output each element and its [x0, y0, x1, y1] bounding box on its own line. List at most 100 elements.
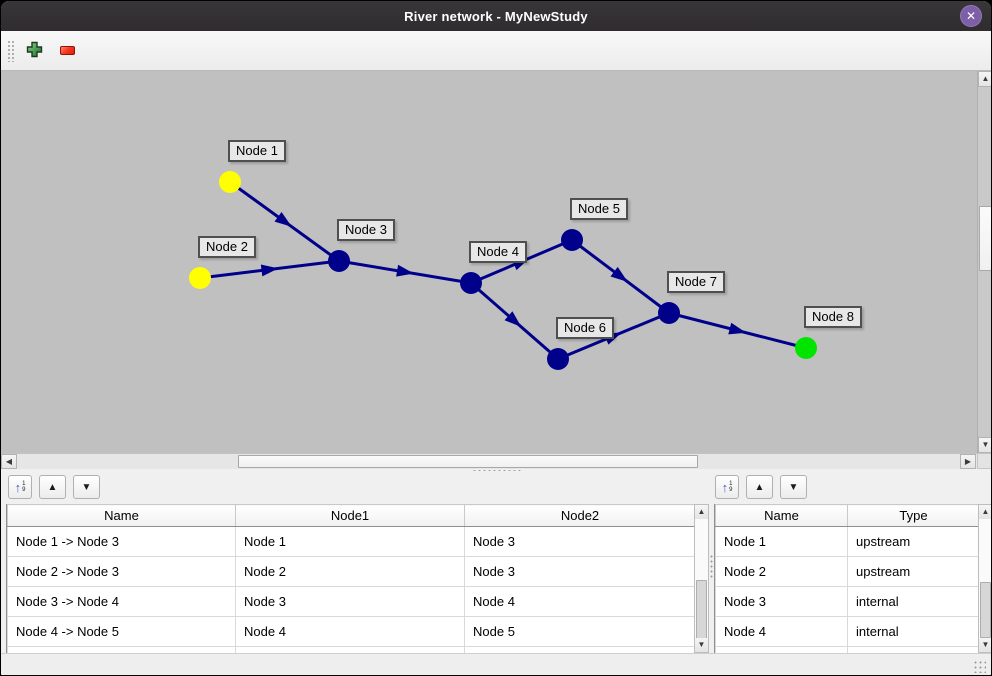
- flow-direction-arrow-icon: [728, 322, 747, 335]
- table-cell[interactable]: Node 4: [464, 586, 694, 617]
- table-cell[interactable]: Node 5: [464, 616, 694, 647]
- table-row[interactable]: [715, 646, 978, 653]
- table-row[interactable]: [7, 646, 694, 653]
- red-minus-icon: [59, 46, 75, 55]
- vertical-scroll-thumb[interactable]: [979, 206, 991, 271]
- table-cell[interactable]: Node 4 -> Node 5: [7, 616, 236, 647]
- node-circle[interactable]: [547, 348, 569, 370]
- node-circle[interactable]: [219, 171, 241, 193]
- node-circle[interactable]: [658, 302, 680, 324]
- column-header[interactable]: Node2: [464, 504, 694, 527]
- table-cell[interactable]: Node 4: [715, 616, 848, 647]
- scroll-down-button[interactable]: ▼: [979, 638, 991, 652]
- scroll-down-button[interactable]: ▼: [695, 638, 708, 652]
- table-cell[interactable]: Node 2: [715, 556, 848, 587]
- table-cell[interactable]: Node 3: [235, 586, 465, 617]
- column-header[interactable]: Name: [7, 504, 236, 527]
- vertical-scroll-thumb[interactable]: [696, 580, 707, 640]
- flow-direction-arrow-icon: [504, 311, 522, 327]
- node-label[interactable]: Node 8: [804, 306, 862, 328]
- panel-splitter-handle[interactable]: [472, 469, 522, 473]
- move-up-button[interactable]: ▲: [746, 475, 773, 499]
- canvas-vertical-scrollbar[interactable]: ▲ ▼: [977, 71, 991, 453]
- move-down-button[interactable]: ▼: [73, 475, 100, 499]
- scroll-up-button[interactable]: ▲: [978, 71, 991, 87]
- scroll-right-button[interactable]: ▶: [960, 454, 976, 469]
- flow-direction-arrow-icon: [260, 264, 279, 277]
- table-cell[interactable]: Node 1 -> Node 3: [7, 526, 236, 557]
- table-cell[interactable]: upstream: [847, 556, 978, 587]
- move-up-button[interactable]: ▲: [39, 475, 66, 499]
- main-toolbar: [1, 31, 991, 71]
- node-circle[interactable]: [795, 337, 817, 359]
- up-arrow-icon: ▲: [754, 481, 765, 493]
- window-title: River network - MyNewStudy: [404, 8, 588, 24]
- table-cell[interactable]: upstream: [847, 526, 978, 557]
- nodes-table-scrollbar[interactable]: ▲ ▼: [978, 504, 991, 653]
- table-cell[interactable]: Node 2: [235, 556, 465, 587]
- table-cell[interactable]: [847, 646, 978, 653]
- node-label[interactable]: Node 1: [228, 140, 286, 162]
- horizontal-scroll-thumb[interactable]: [238, 455, 698, 468]
- move-down-button[interactable]: ▼: [780, 475, 807, 499]
- reaches-table-scrollbar[interactable]: ▲ ▼: [694, 504, 709, 653]
- node-label[interactable]: Node 2: [198, 236, 256, 258]
- status-bar: [1, 653, 991, 675]
- title-bar[interactable]: River network - MyNewStudy ✕: [1, 1, 991, 31]
- table-cell[interactable]: Node 3: [464, 556, 694, 587]
- column-header[interactable]: Node1: [235, 504, 465, 527]
- node-label[interactable]: Node 7: [667, 271, 725, 293]
- node-label[interactable]: Node 3: [337, 219, 395, 241]
- table-cell[interactable]: Node 1: [235, 526, 465, 557]
- flow-direction-arrow-icon: [610, 266, 628, 282]
- table-cell[interactable]: Node 1: [715, 526, 848, 557]
- table-cell[interactable]: internal: [847, 616, 978, 647]
- close-button[interactable]: ✕: [960, 5, 982, 27]
- table-cell[interactable]: Node 4: [235, 616, 465, 647]
- remove-node-button[interactable]: [55, 39, 79, 63]
- node-circle[interactable]: [328, 250, 350, 272]
- node-circle[interactable]: [460, 272, 482, 294]
- up-arrow-icon: ▲: [47, 481, 58, 493]
- river-network-canvas[interactable]: Node 1 Node 2 Node 3 Node 4 Node 5 Node 6 Node…: [1, 71, 977, 453]
- table-cell[interactable]: Node 3: [715, 586, 848, 617]
- add-node-button[interactable]: [22, 39, 46, 63]
- scroll-up-button[interactable]: ▲: [695, 505, 708, 519]
- canvas-horizontal-scrollbar[interactable]: ◀ ▶: [1, 453, 977, 469]
- table-cell[interactable]: Node 3 -> Node 4: [7, 586, 236, 617]
- scrollbar-corner: [977, 453, 991, 469]
- column-header[interactable]: Type: [847, 504, 978, 527]
- down-arrow-icon: ▼: [81, 481, 92, 493]
- table-cell[interactable]: [464, 646, 694, 653]
- node-circle[interactable]: [189, 267, 211, 289]
- vertical-scroll-thumb[interactable]: [980, 582, 991, 638]
- node-label[interactable]: Node 6: [556, 317, 614, 339]
- table-cell[interactable]: Node 3: [464, 526, 694, 557]
- column-header[interactable]: Name: [715, 504, 848, 527]
- scroll-left-button[interactable]: ◀: [1, 454, 17, 469]
- tables-splitter-handle[interactable]: [709, 554, 714, 580]
- node-label[interactable]: Node 4: [469, 241, 527, 263]
- table-cell[interactable]: internal: [847, 586, 978, 617]
- node-circle[interactable]: [561, 229, 583, 251]
- scroll-down-button[interactable]: ▼: [978, 437, 991, 453]
- scroll-up-button[interactable]: ▲: [979, 505, 991, 519]
- resize-grip-icon[interactable]: [973, 660, 986, 673]
- toolbar-drag-handle-icon[interactable]: [7, 39, 14, 62]
- node-label[interactable]: Node 5: [570, 198, 628, 220]
- table-cell[interactable]: Node 2 -> Node 3: [7, 556, 236, 587]
